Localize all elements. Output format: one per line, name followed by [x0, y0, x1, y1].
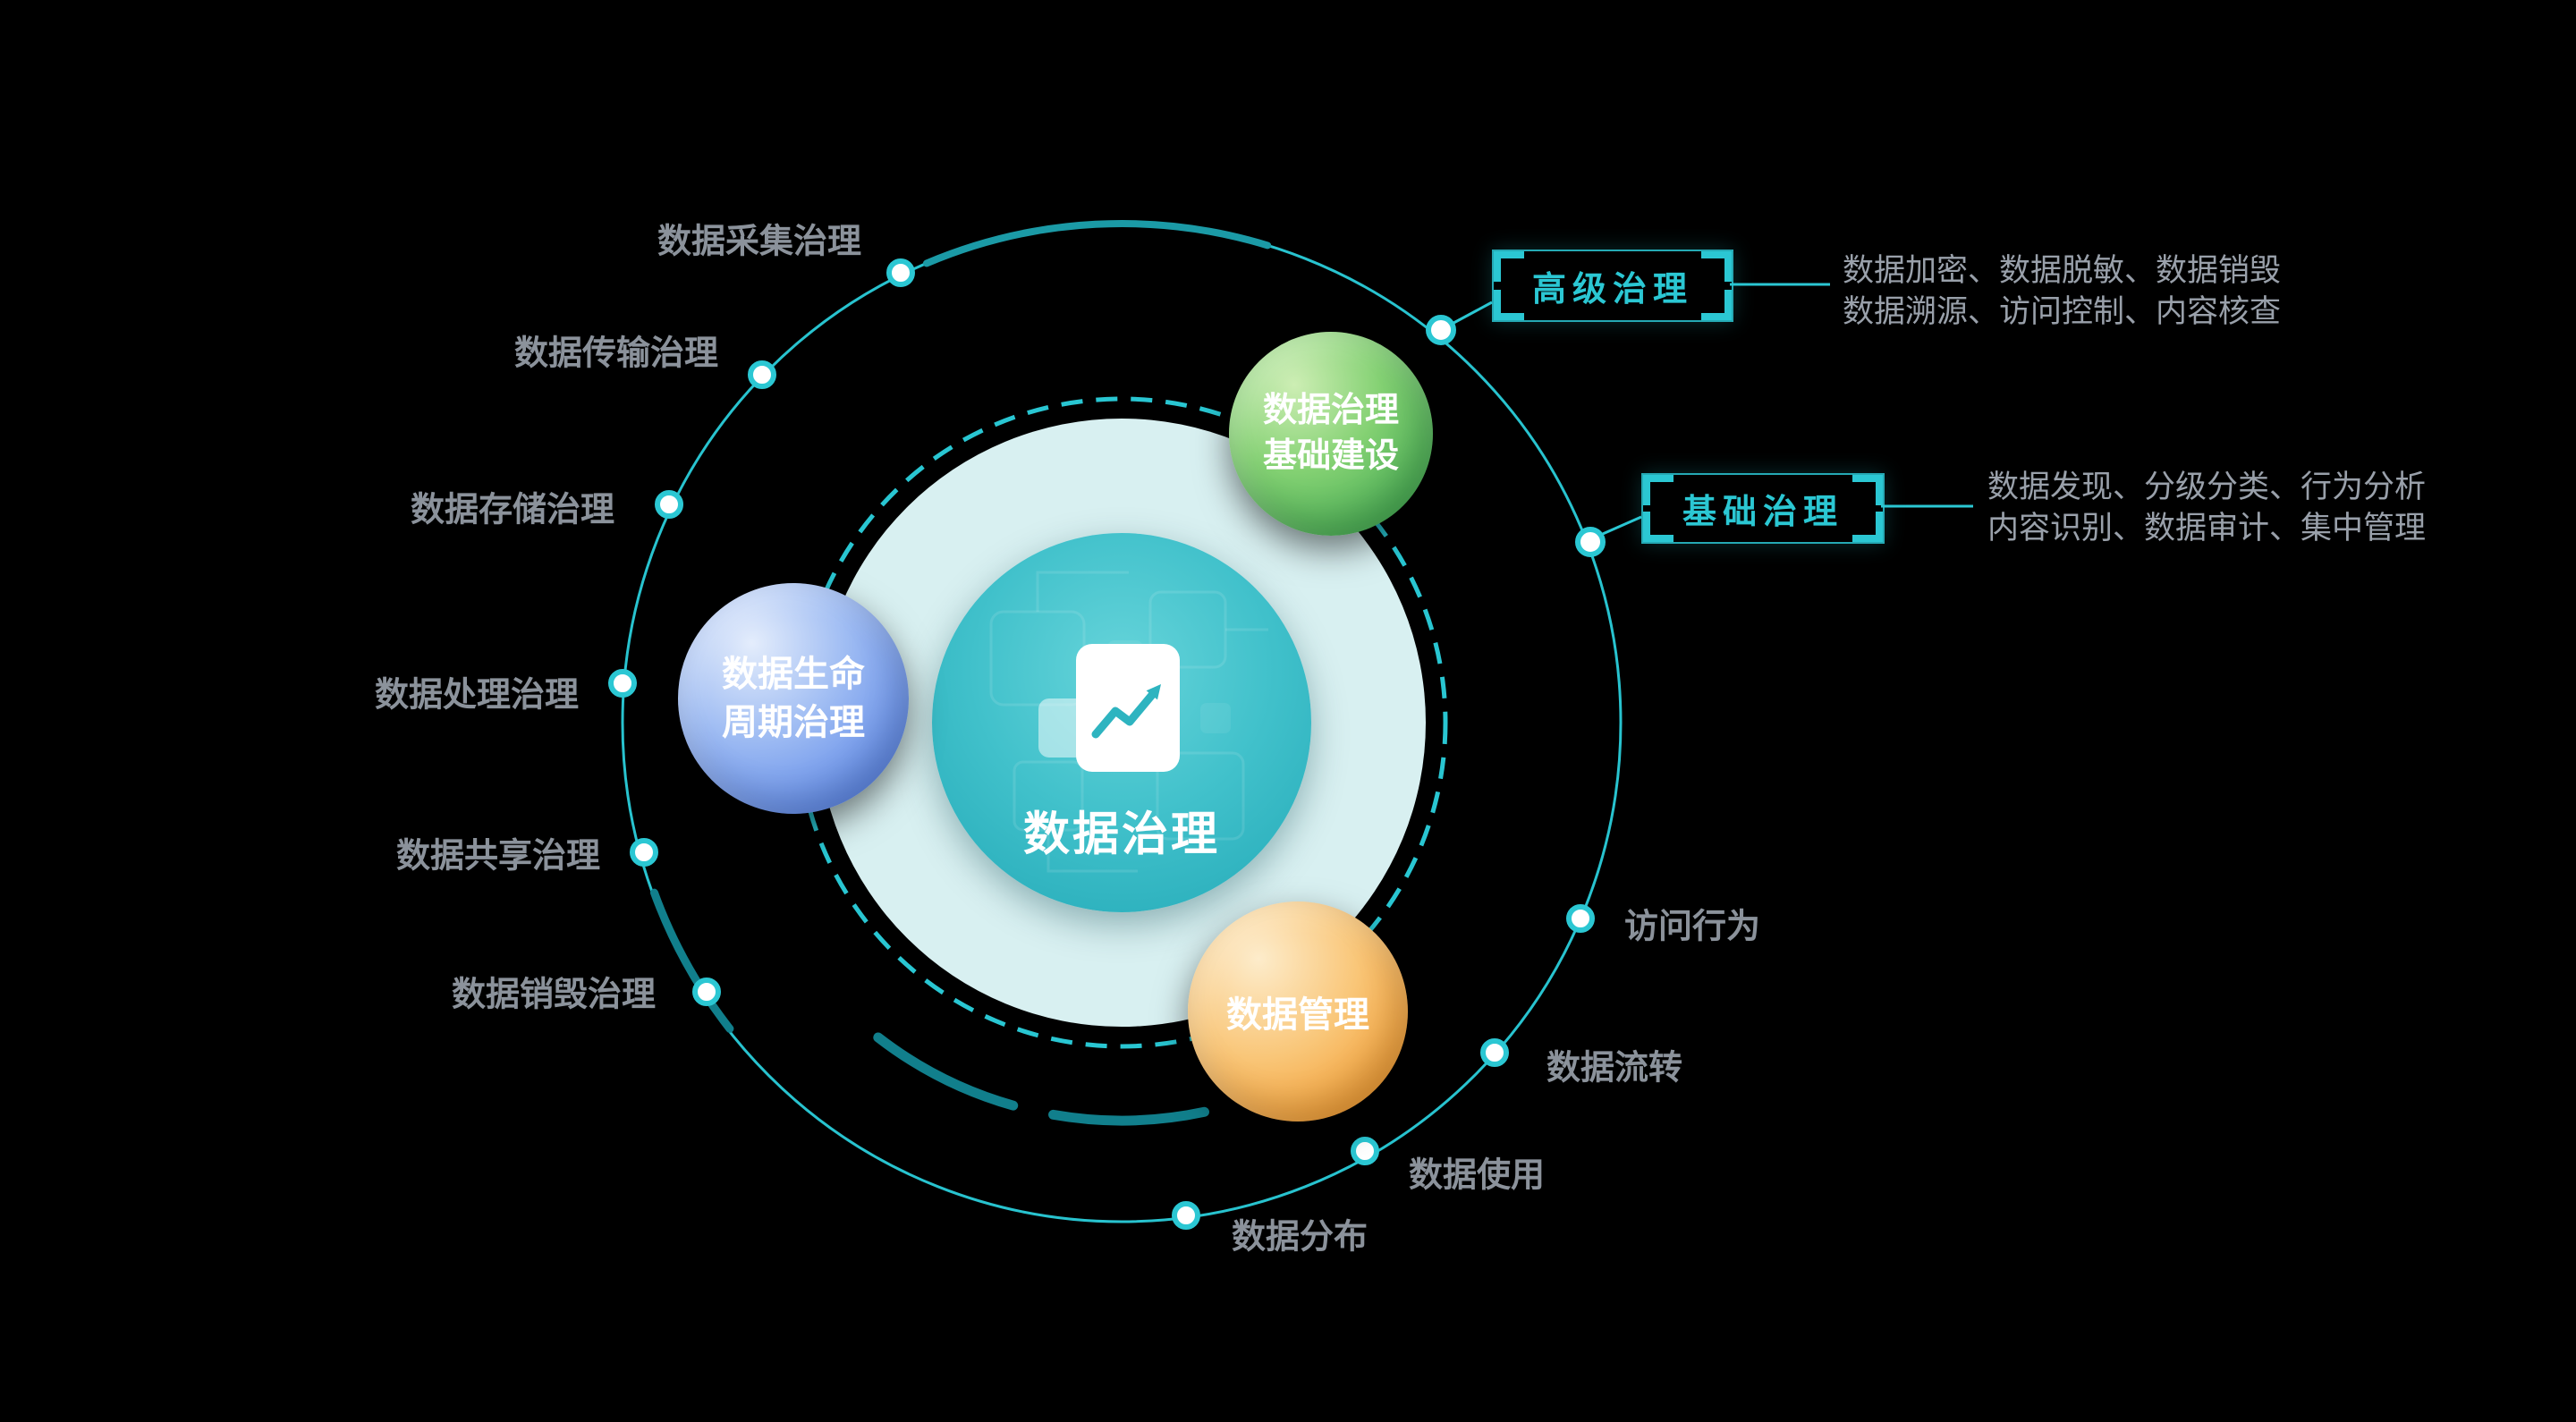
callout-basic-desc-line2: 内容识别、数据审计、集中管理: [1987, 511, 2427, 546]
callout-advanced-frame: 高级治理: [1492, 250, 1733, 322]
bubble-management-line1: 数据管理: [1226, 995, 1369, 1035]
ring-node-basic: [1575, 527, 1606, 557]
ring-node-distribution: [1172, 1201, 1200, 1230]
trend-line-shape: [1091, 690, 1157, 739]
ring-node-share: [630, 838, 658, 867]
ring-label-access: 访问行为: [1623, 908, 1761, 946]
ring-label-usage: 数据使用: [1408, 1156, 1546, 1195]
callout-advanced-title: 高级治理: [1531, 271, 1693, 309]
connector-basic-node: [1596, 515, 1642, 538]
bubble-infrastructure-line2: 基础建设: [1262, 437, 1399, 475]
bubble-lifecycle-line2: 周期治理: [722, 703, 865, 742]
center-title: 数据治理: [1022, 808, 1221, 861]
ring-node-advanced: [1426, 315, 1456, 345]
bubble-management: 数据管理: [1188, 901, 1408, 1122]
ring-node-process: [608, 669, 637, 698]
callout-basic-desc-line1: 数据发现、分级分类、行为分析: [1987, 470, 2427, 504]
ring-label-distribution: 数据分布: [1231, 1218, 1368, 1257]
callout-advanced-desc-line2: 数据溯源、访问控制、内容核查: [1843, 294, 2282, 329]
ring-node-storage: [655, 490, 683, 519]
document-card-shape: [1076, 644, 1180, 772]
ring-label-process: 数据处理治理: [374, 676, 580, 715]
ring-label-collect: 数据采集治理: [657, 223, 862, 261]
trend-arrowhead-shape: [1146, 684, 1161, 700]
brush-arc-bottom: [850, 1013, 1209, 1126]
ring-node-destroy: [692, 978, 721, 1006]
bubble-lifecycle-line1: 数据生命: [722, 655, 865, 694]
callout-basic-frame: 基础治理: [1641, 473, 1885, 544]
ring-node-transfer: [748, 360, 776, 389]
brush-arc-top: [923, 220, 1272, 267]
ring-label-flow: 数据流转: [1546, 1049, 1683, 1088]
ring-label-storage: 数据存储治理: [410, 491, 615, 529]
callout-basic-desc: 数据发现、分级分类、行为分析 内容识别、数据审计、集中管理: [1987, 467, 2426, 549]
brush-arc-left: [650, 888, 734, 1033]
callout-advanced-desc-line1: 数据加密、数据脱敏、数据销毁: [1843, 253, 2282, 288]
callout-advanced-desc: 数据加密、数据脱敏、数据销毁 数据溯源、访问控制、内容核查: [1843, 250, 2281, 333]
bubble-infrastructure-line1: 数据治理: [1262, 391, 1399, 429]
ring-node-flow: [1480, 1038, 1509, 1067]
ring-label-destroy: 数据销毁治理: [451, 976, 657, 1014]
bubble-lifecycle: 数据生命 周期治理: [678, 583, 909, 814]
bubble-infrastructure: 数据治理 基础建设: [1229, 332, 1433, 536]
ring-node-access: [1566, 904, 1595, 933]
ring-label-share: 数据共享治理: [395, 837, 601, 876]
ring-node-collect: [886, 258, 915, 287]
ring-label-transfer: 数据传输治理: [513, 334, 719, 373]
document-trend-chart-icon: [1038, 644, 1180, 772]
callout-basic-title: 基础治理: [1682, 494, 1843, 531]
ring-node-usage: [1351, 1137, 1379, 1165]
